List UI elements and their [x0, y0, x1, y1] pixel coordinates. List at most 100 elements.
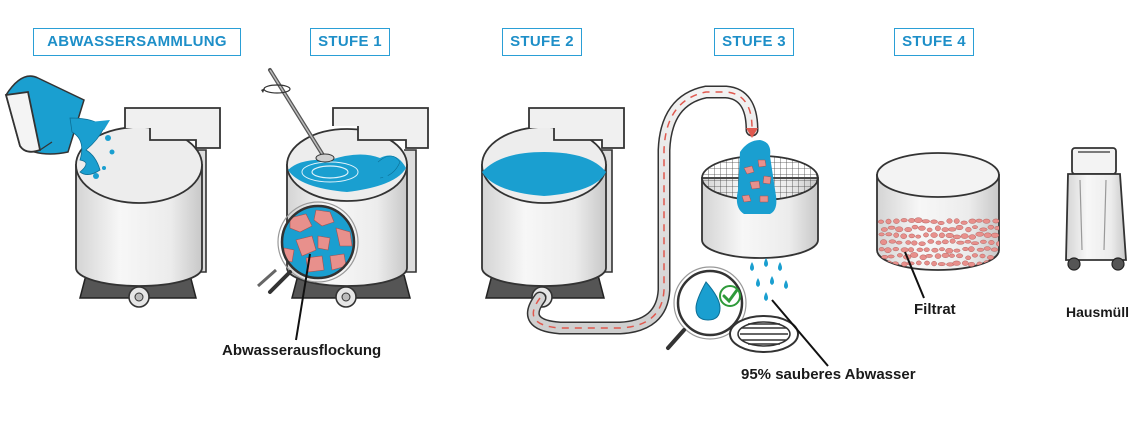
stage-label-stufe-2: STUFE 2 [502, 28, 582, 56]
floc-particle [948, 227, 957, 232]
floc-particle [923, 232, 929, 238]
floc-particle [960, 220, 968, 225]
floc-particle [979, 227, 988, 232]
filtrate-container [876, 152, 1000, 271]
floc-particle [904, 227, 913, 233]
stage-label-stufe-1: STUFE 1 [310, 28, 390, 56]
caption-clean-water: 95% sauberes Abwasser [741, 366, 916, 383]
floc-particle [914, 217, 923, 223]
floc-particle [881, 227, 888, 232]
floc-particle [948, 253, 955, 258]
floc-particle [960, 233, 969, 239]
flocculation-pointer [295, 253, 311, 341]
floc-particle [987, 255, 994, 260]
floc-particle [979, 253, 986, 259]
floc-particle [893, 218, 900, 224]
floc-particle [953, 248, 961, 253]
floc-particle [895, 226, 904, 233]
floc-particle [925, 253, 933, 258]
floc-particle [952, 260, 961, 266]
floc-particle [924, 260, 930, 266]
floc-particle [996, 241, 999, 247]
floc-particle [941, 252, 950, 258]
floc-particle [955, 224, 964, 230]
floc-particle [881, 255, 889, 259]
floc-particle [956, 253, 964, 259]
floc-particle [934, 253, 942, 259]
floc-particle [971, 241, 980, 245]
floc-particle [962, 246, 969, 251]
floc-particle [975, 218, 983, 223]
floc-particle [992, 218, 999, 224]
floc-particle [930, 232, 938, 238]
floc-particle [893, 232, 900, 238]
floc-particle [941, 239, 949, 245]
floc-particle [878, 232, 885, 237]
floc-particle [967, 261, 976, 267]
floc-particle [888, 239, 897, 244]
floc-particle [921, 219, 930, 224]
floc-particle [935, 240, 942, 245]
floc-particle [946, 218, 953, 224]
drain-icon [729, 315, 799, 353]
floc-particle [988, 240, 995, 245]
stirrer-icon [261, 68, 335, 163]
caption-filtrate: Filtrat [914, 301, 956, 318]
floc-particle [990, 262, 998, 267]
floc-particle [931, 247, 939, 253]
floc-particle [897, 253, 903, 258]
floc-particle [887, 254, 895, 259]
floc-particle [962, 260, 969, 266]
floc-particle [877, 260, 885, 265]
floc-particle [910, 252, 919, 258]
checkmark-icon [719, 285, 741, 307]
floc-particle [945, 232, 954, 238]
floc-particle [911, 240, 918, 246]
floc-particle [878, 247, 885, 252]
floc-particle [908, 218, 916, 223]
floc-particle [895, 240, 903, 245]
floc-particle [972, 225, 978, 229]
floc-particle [937, 262, 946, 266]
floc-particle [980, 239, 987, 244]
floc-particle [911, 224, 919, 230]
clean-water-pointer [771, 299, 829, 367]
floc-particle [918, 225, 926, 231]
floc-particle [931, 261, 937, 267]
floc-particle [937, 220, 945, 225]
floc-particle [971, 253, 978, 258]
caption-flocculation: Abwasserausflockung [222, 342, 382, 359]
floc-particle [905, 240, 912, 245]
floc-particle [983, 246, 991, 251]
floc-particle [965, 255, 972, 260]
magnifier-icon [268, 201, 359, 294]
floc-particle [941, 227, 949, 232]
floc-particle [965, 227, 972, 233]
sieve-icon [701, 140, 819, 301]
floc-particle [900, 247, 909, 253]
floc-particle [916, 260, 922, 266]
floc-particle [938, 232, 945, 239]
floc-particle [916, 247, 924, 252]
floc-particle [983, 232, 992, 238]
stage-label-stufe-4: STUFE 4 [894, 28, 974, 56]
floc-particle [915, 234, 922, 239]
floc-particle [982, 218, 991, 224]
floc-particle [991, 232, 999, 238]
floc-particle [927, 239, 935, 244]
floc-particle [956, 240, 965, 245]
floc-particle [952, 234, 961, 240]
floc-particle [884, 247, 892, 253]
floc-particle [926, 227, 933, 233]
floc-particle [976, 247, 985, 252]
caption-household-waste: Hausmüll [1066, 304, 1130, 320]
stage-label-stufe-3: STUFE 3 [714, 28, 794, 56]
floc-particle [935, 225, 941, 232]
filtrate-pointer [904, 251, 925, 299]
trash-bin-icon [1065, 147, 1127, 271]
floc-particle [918, 241, 926, 246]
floc-particle [994, 226, 999, 231]
bucket-icon [4, 75, 115, 179]
floc-particle [908, 247, 915, 253]
